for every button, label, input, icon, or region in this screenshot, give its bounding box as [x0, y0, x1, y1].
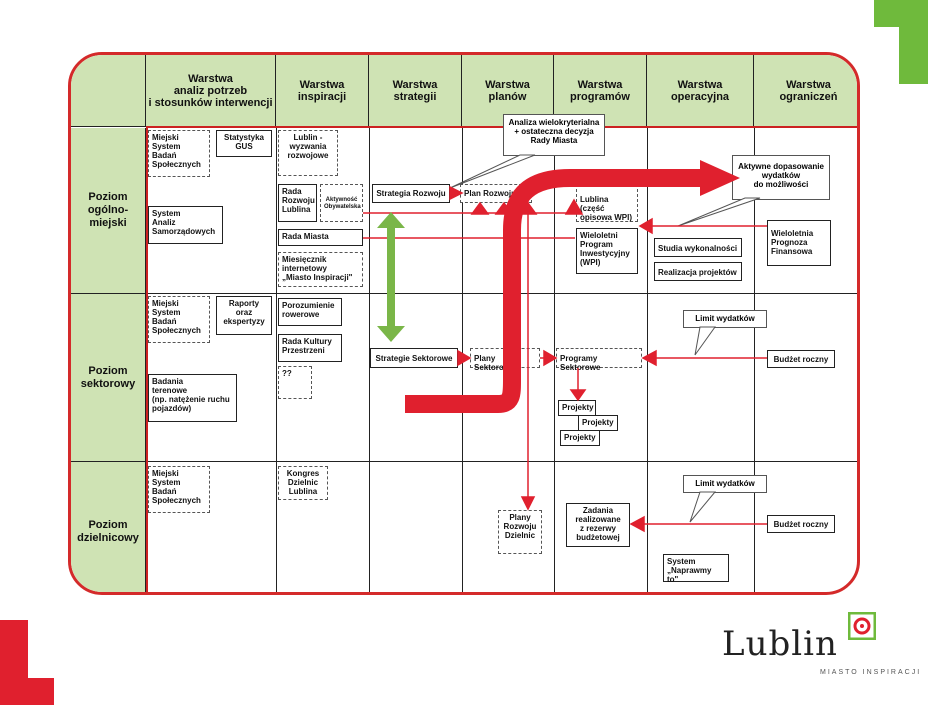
box-studia: Studia wykonalności: [654, 238, 742, 257]
green-arrow-shaft: [387, 225, 395, 330]
callout-limit-dzielnicowy: Limit wydatków: [683, 475, 767, 493]
box-msbs-sektorowy: Miejski System Badań Społecznych: [148, 296, 210, 343]
grid-hline: [146, 461, 857, 462]
box-rada-rozwoju: Rada Rozwoju Lublina: [278, 184, 317, 222]
box-wpi: Wieloletni Program Inwestycyjny (WPI): [576, 228, 638, 274]
box-miesiecznik: Miesięcznik internetowy „Miasto Inspirac…: [278, 252, 363, 287]
box-question: ??: [278, 366, 312, 399]
thin-red-connectors: [363, 185, 767, 533]
arrowhead-strategia-plan: [449, 185, 464, 201]
row-label-dzielnicowy: Poziom dzielnicowy: [71, 462, 146, 592]
logo-icon: [848, 612, 876, 640]
column-header-ograniczen: Warstwa ograniczeń: [754, 55, 857, 127]
callout-aktywne: Aktywne dopasowanie wydatków do możliwoś…: [732, 155, 830, 200]
row-label-sektorowy: Poziom sektorowy: [71, 294, 146, 462]
grid-vline: [754, 128, 755, 592]
lublin-logo-text: Lublin: [722, 624, 838, 664]
box-badania-terenowe: Badania terenowe (np. natężenie ruchu po…: [148, 374, 237, 422]
big-red-arrowhead: [700, 160, 740, 196]
box-porozumienie: Porozumienie rowerowe: [278, 298, 342, 326]
box-plany-dzielnic: Plany Rozwoju Dzielnic: [498, 510, 542, 554]
box-budzet-dzielnicowy: Budżet roczny: [767, 515, 835, 533]
arrowhead-projekty: [569, 389, 587, 402]
arrowhead-plany-dzielnic: [520, 496, 536, 511]
green-double-arrow: [377, 212, 405, 342]
grid-hline: [146, 293, 857, 294]
box-zadania: Zadania realizowane z rezerwy budżetowej: [566, 503, 630, 547]
box-rada-miasta: Rada Miasta: [278, 229, 363, 246]
callout-limit2-pointer: [689, 491, 717, 523]
callout-analiza: Analiza wielokryterialna + ostateczna de…: [503, 114, 605, 156]
header-bottom-line: [146, 126, 857, 128]
header-corner: [71, 55, 146, 127]
box-aktywnosc: Aktywność Obywatelska: [320, 184, 363, 222]
left-accent-line: [146, 128, 148, 592]
box-realizacja: Realizacja projektów: [654, 262, 742, 281]
big-red-flow-arrow: [405, 169, 702, 413]
box-strategia-rozwoju: Strategia Rozwoju: [372, 184, 450, 203]
box-projekty-3: Projekty: [560, 430, 600, 446]
arrowhead-triangle-4: [564, 198, 584, 215]
box-strategie-sektorowe: Strategie Sektorowe: [370, 348, 458, 368]
callout-limit-sektorowy: Limit wydatków: [683, 310, 767, 328]
box-naprawmy: System „Naprawmy to": [663, 554, 729, 584]
box-rada-kultury: Rada Kultury Przestrzeni: [278, 334, 342, 362]
grid-vline: [369, 128, 370, 592]
box-statystyka-gus: Statystyka GUS: [216, 130, 272, 157]
grid-vline: [554, 128, 555, 592]
box-system-analiz: System Analiz Samorządowych: [148, 206, 223, 244]
callout-limit1-pointer: [694, 326, 716, 356]
arrowhead-plany-programy: [543, 349, 558, 367]
column-header-inspiracji: Warstwa inspiracji: [276, 55, 369, 127]
box-raporty: Raporty oraz ekspertyzy: [216, 296, 272, 335]
callout-pointers: [449, 154, 761, 523]
arrowhead-programy: [641, 349, 657, 367]
column-header-operacyjna: Warstwa operacyjna: [647, 55, 754, 127]
callout-aktywne-pointer: [677, 197, 761, 227]
box-budzet-sektorowy: Budżet roczny: [767, 350, 835, 368]
arrowhead-wpi: [638, 217, 653, 235]
grid-vline: [276, 128, 277, 592]
arrowhead-strategie-plany: [457, 349, 472, 367]
row-label-ogolnomiejski: Poziom ogólno- miejski: [71, 128, 146, 294]
corner-red-bottom-left-horizontal: [0, 678, 54, 705]
green-arrow-top: [377, 212, 405, 228]
arrowhead-zadania: [629, 515, 645, 533]
corner-green-top-right-vertical: [899, 0, 928, 84]
lublin-logo-mark: [848, 612, 876, 640]
callout-analiza-pointer: [449, 154, 536, 189]
column-header-strategii: Warstwa strategii: [369, 55, 462, 127]
arrowhead-triangle-1: [470, 201, 490, 215]
column-header-analiz: Warstwa analiz potrzeb i stosunków inter…: [146, 55, 276, 127]
green-arrow-bottom: [377, 326, 405, 342]
box-wyzwania: Lublin - wyzwania rozwojowe: [278, 130, 338, 176]
box-kongres: Kongres Dzielnic Lublina: [278, 466, 328, 500]
box-msbs-dzielnicowy: Miejski System Badań Społecznych: [148, 466, 210, 513]
box-wpf: Wieloletnia Prognoza Finansowa: [767, 220, 831, 266]
box-projekty-1: Projekty: [558, 400, 596, 416]
lublin-logo-tagline: MIASTO INSPIRACJI: [820, 669, 922, 676]
box-msbs-ogolnomiejski: Miejski System Badań Społecznych: [148, 130, 210, 177]
